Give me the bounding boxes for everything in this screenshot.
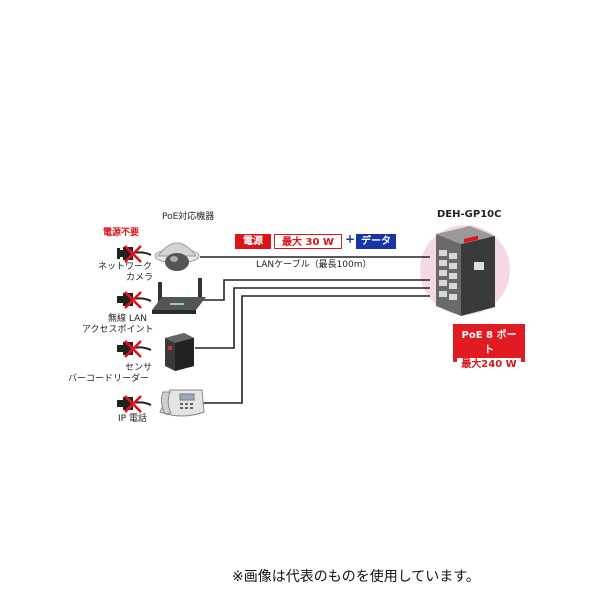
- plug-access-point: [117, 291, 152, 309]
- sensor-label-2: バーコードリーダー: [68, 374, 150, 384]
- switch-model-label: DEH-GP10C: [437, 209, 502, 220]
- ip-phone-label: IP 電話: [118, 414, 147, 424]
- network-camera-label-2: カメラ: [126, 273, 154, 283]
- sensor-label-1: センサ: [125, 363, 153, 373]
- representative-image-note: ※画像は代表のものを使用しています。: [232, 569, 480, 585]
- lan-cable-label: LANケーブル（最長100m）: [256, 260, 372, 270]
- cable-access-point: [192, 279, 430, 301]
- switch-icon: [436, 226, 495, 316]
- cable-sensor: [195, 287, 430, 349]
- wireless-lan-label-2: アクセスポイント: [82, 325, 154, 335]
- cable-ip-phone: [200, 295, 430, 404]
- plug-ip-phone: [117, 395, 152, 413]
- max-30w-badge: 最大 30 W: [274, 234, 342, 249]
- plug-sensor: [117, 340, 152, 358]
- power-badge: 電源: [235, 234, 271, 249]
- poe-devices-label: PoE対応機器: [162, 212, 215, 222]
- access-point-icon: [152, 278, 206, 314]
- data-badge: データ: [356, 234, 396, 249]
- sensor-icon: [165, 333, 194, 371]
- poe-ports-label: PoE 8 ポート: [461, 330, 517, 356]
- wireless-lan-label-1: 無線 LAN: [108, 314, 147, 324]
- camera-icon: [154, 242, 200, 271]
- poe-ports-box: PoE 8 ポート 最大240 W: [453, 324, 525, 371]
- lan-cables: [192, 256, 430, 404]
- max-240w-label: 最大240 W: [457, 358, 521, 371]
- plus-sign: +: [345, 232, 356, 246]
- ip-phone-icon: [159, 389, 205, 417]
- network-camera-label-1: ネットワーク: [98, 262, 153, 272]
- no-power-label: 電源不要: [103, 228, 140, 238]
- plug-camera: [117, 245, 152, 263]
